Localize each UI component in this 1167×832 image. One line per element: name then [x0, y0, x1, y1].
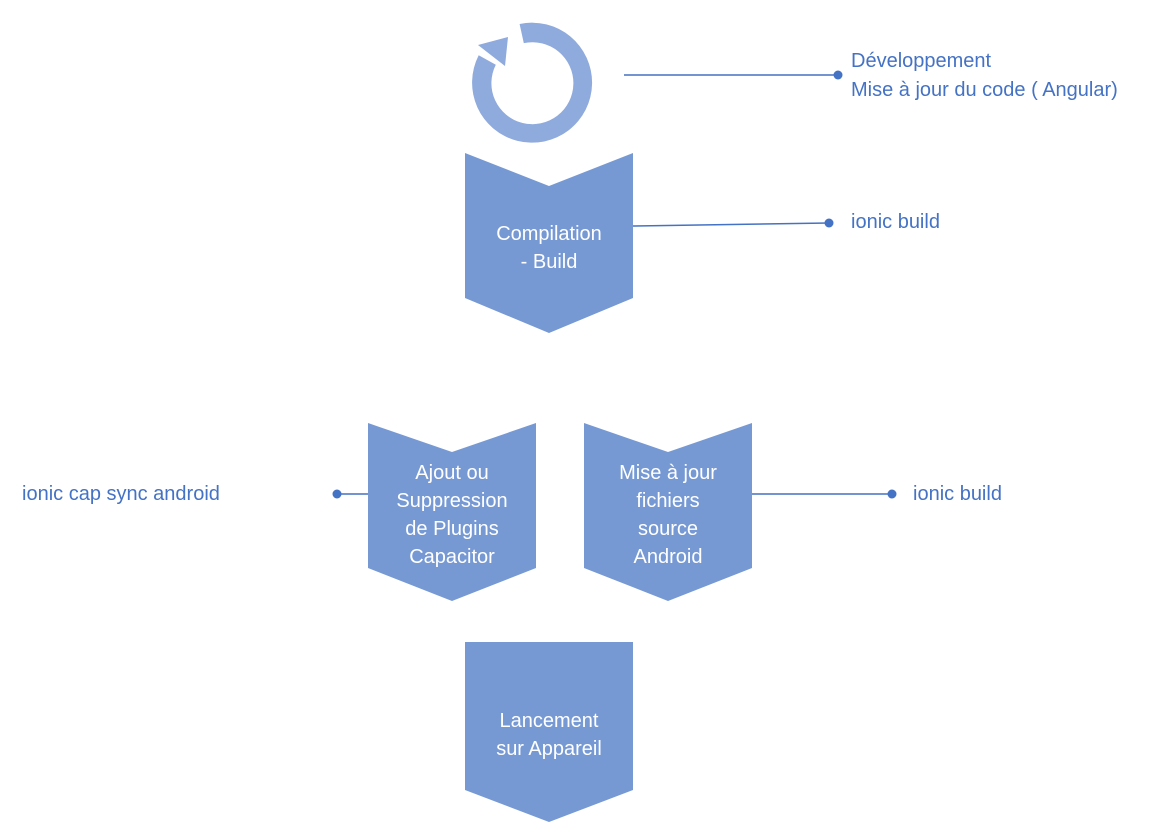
cycle-arrowhead: [478, 37, 508, 66]
circular-arrow-icon: [472, 22, 593, 143]
step-compile-label: Compilation - Build: [496, 223, 602, 273]
annotation-plugins: ionic cap sync android: [22, 483, 220, 505]
step-plugins-shape: [368, 423, 536, 601]
connector-plugins: [332, 489, 368, 499]
connector-compile: [632, 218, 834, 228]
annotation-compile: ionic build: [851, 211, 940, 233]
connector-android: [752, 489, 897, 499]
annotation-cycle-subtitle: Mise à jour du code ( Angular): [851, 79, 1118, 101]
connector-cycle: [624, 70, 843, 80]
annotation-android: ionic build: [913, 483, 1002, 505]
step-plugins-label: Ajout ou Suppression de Plugins Capacito…: [396, 462, 508, 568]
cycle-ring: [472, 22, 593, 143]
step-launch-shape: [465, 642, 633, 822]
step-launch-label: Lancement sur Appareil: [496, 710, 602, 760]
step-android-shape: [584, 423, 752, 601]
step-compile-shape: [465, 153, 633, 333]
step-android-label: Mise à jour fichiers source Android: [619, 462, 717, 568]
annotation-cycle-title: Développement: [851, 50, 992, 72]
